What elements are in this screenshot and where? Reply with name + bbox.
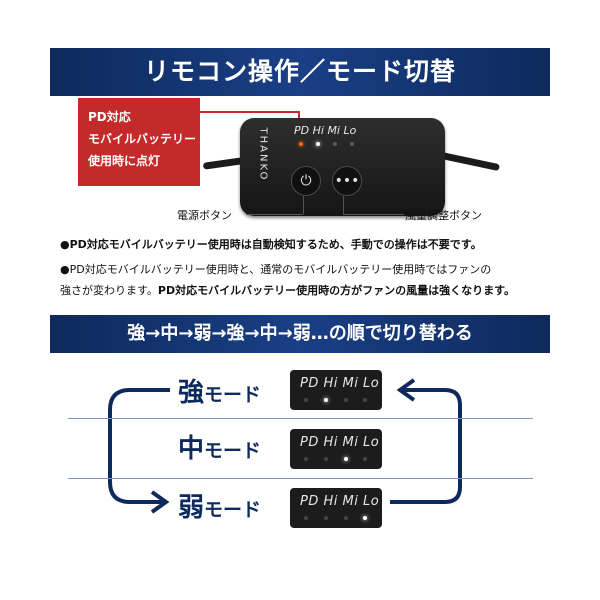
fan-speed-button[interactable]: ••• xyxy=(332,166,362,196)
mode-medium-kanji: 中 xyxy=(178,434,205,464)
led-label-lo: Lo xyxy=(343,124,357,137)
power-leader-h xyxy=(246,214,303,215)
down-arrow-path xyxy=(108,388,170,504)
up-arrow-path xyxy=(390,388,462,504)
panel-text: PD Hi Mi Lo xyxy=(300,435,380,450)
mode-strong-suffix: モード xyxy=(204,384,262,406)
fan-button-label: 風量調整ボタン xyxy=(405,209,482,222)
pd-indicator-callout: PD対応 モバイルバッテリー 使用時に点灯 xyxy=(78,98,200,186)
panel-text: PD Hi Mi Lo xyxy=(300,376,380,391)
mode-medium-panel: PD Hi Mi Lo xyxy=(290,429,382,469)
note-1: ●PD対応モバイルバッテリー使用時は自動検知するため、手動での操作は不要です。 xyxy=(60,236,482,252)
power-button-label: 電源ボタン xyxy=(177,209,232,222)
mode-weak-panel: PD Hi Mi Lo xyxy=(290,488,382,528)
mode-weak-suffix: モード xyxy=(204,499,262,521)
mode-weak-label: 弱モード xyxy=(178,487,261,524)
led-label-hi: Hi xyxy=(312,124,324,137)
pd-led xyxy=(299,142,303,146)
note-3: 強さが変わります。PD対応モバイルバッテリー使用時の方がファンの風量は強くなりま… xyxy=(60,282,515,298)
panel-led-pd xyxy=(304,516,308,520)
panel-led-hi xyxy=(324,457,328,461)
down-arrow-head xyxy=(150,490,170,514)
note-2: ●PD対応モバイルバッテリー使用時と、通常のモバイルバッテリー使用時ではファンの xyxy=(60,263,492,276)
panel-led-pd xyxy=(304,398,308,402)
header-title: リモコン操作／モード切替 xyxy=(143,57,456,86)
cable-right xyxy=(439,151,501,172)
callout-connector-h xyxy=(200,111,299,113)
panel-led-hi xyxy=(324,398,328,402)
hi-led xyxy=(316,142,320,146)
panel-led-pd xyxy=(304,457,308,461)
panel-led-lo xyxy=(363,516,367,520)
power-leader xyxy=(303,196,304,214)
panel-text: PD Hi Mi Lo xyxy=(300,494,380,509)
mode-medium-label: 中モード xyxy=(178,428,261,465)
separator-2 xyxy=(68,478,533,479)
mode-strong-kanji: 強 xyxy=(178,378,205,408)
mode-strong-panel: PD Hi Mi Lo xyxy=(290,370,382,410)
sequence-banner: 強→中→弱→強→中→弱…の順で切り替わる xyxy=(50,315,550,353)
panel-led-mi xyxy=(344,516,348,520)
note-1-text: ●PD対応モバイルバッテリー使用時は自動検知するため、手動での操作は不要です。 xyxy=(60,238,482,251)
callout-line-3: 使用時に点灯 xyxy=(88,154,161,168)
led-label-pd: PD xyxy=(294,124,310,137)
dots-icon: ••• xyxy=(334,173,360,189)
mode-medium-suffix: モード xyxy=(204,440,262,462)
mode-strong-label: 強モード xyxy=(178,372,261,409)
header-banner: リモコン操作／モード切替 xyxy=(50,48,550,96)
mi-led xyxy=(333,142,337,146)
panel-led-mi xyxy=(344,398,348,402)
note-3a: 強さが変わります。 xyxy=(60,284,158,297)
mode-weak-kanji: 弱 xyxy=(178,493,205,523)
callout-line-2: モバイルバッテリー xyxy=(88,132,197,146)
power-button[interactable]: ⏻ xyxy=(291,166,321,196)
callout-line-1: PD対応 xyxy=(88,110,131,124)
note-3b: PD対応モバイルバッテリー使用時の方がファンの風量は強くなります。 xyxy=(157,284,515,297)
brand-logo: THANKO xyxy=(257,127,269,182)
panel-led-lo xyxy=(363,457,367,461)
sequence-title: 強→中→弱→強→中→弱…の順で切り替わる xyxy=(127,323,473,344)
panel-led-lo xyxy=(363,398,367,402)
separator-1 xyxy=(68,418,533,419)
cycle-arrows xyxy=(108,378,462,514)
led-label-mi: Mi xyxy=(327,124,340,137)
remote-led-labels: PD Hi Mi Lo xyxy=(294,124,356,137)
panel-led-hi xyxy=(324,516,328,520)
up-arrow-head xyxy=(396,378,416,402)
cable-left xyxy=(202,157,244,170)
fan-leader xyxy=(343,196,404,215)
power-icon: ⏻ xyxy=(300,173,312,189)
panel-led-mi xyxy=(344,457,348,461)
lo-led xyxy=(350,142,354,146)
